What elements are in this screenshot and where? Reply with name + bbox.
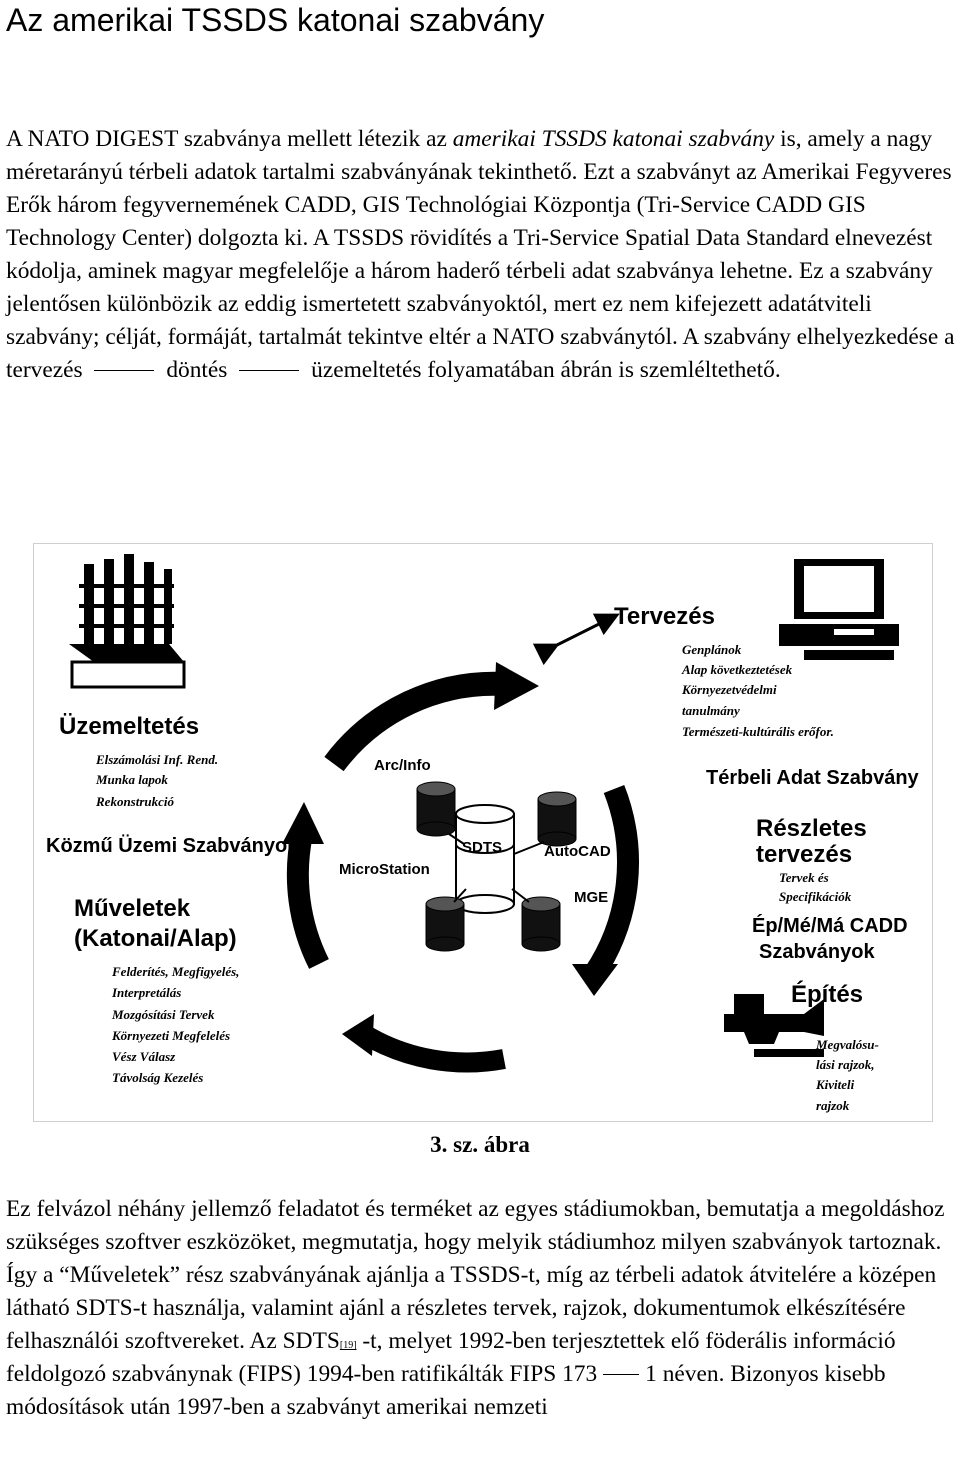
svg-text:Interpretálás: Interpretálás	[111, 985, 181, 1000]
svg-text:Mozgósítási Tervek: Mozgósítási Tervek	[111, 1007, 215, 1022]
muveletek-title-1: Műveletek	[74, 895, 191, 922]
sdts-label: SDTS	[462, 839, 502, 856]
uzemeltetes-items: Elszámolási Inf. Rend. Munka lapok Rekon…	[95, 752, 218, 809]
terbeli-adat-label: Térbeli Adat Szabvány	[706, 767, 920, 789]
svg-text:Távolság Kezelés: Távolság Kezelés	[112, 1070, 203, 1085]
svg-text:Környezeti Megfelelés: Környezeti Megfelelés	[111, 1028, 230, 1043]
autocad-label: AutoCAD	[544, 843, 611, 860]
body-paragraph: Ez felvázol néhány jellemző feladatot és…	[6, 1196, 945, 1420]
cylinder-arcinfo-icon	[416, 781, 456, 837]
svg-text:lási rajzok,: lási rajzok,	[816, 1057, 875, 1072]
cadd-line-1: Ép/Mé/Má CADD	[752, 914, 908, 937]
em-dash	[603, 1374, 640, 1376]
tervezes-title: Tervezés	[614, 603, 715, 630]
svg-text:Munka lapok: Munka lapok	[95, 772, 168, 787]
arrow-head-bottom	[342, 1014, 374, 1056]
svg-text:Genplánok: Genplánok	[682, 642, 742, 657]
italic-term: amerikai TSSDS katonai szabvány	[452, 126, 775, 152]
cylinder-microstation-icon	[425, 896, 465, 952]
cadd-line-2: Szabványok	[759, 941, 875, 963]
tervezes-items: Genplánok Alap következtetések Környezet…	[681, 642, 834, 739]
svg-text:Környezetvédelmi: Környezetvédelmi	[681, 682, 777, 697]
arc-top	[324, 671, 505, 772]
arrow-head-left	[282, 802, 324, 844]
arcinfo-label: Arc/Info	[374, 757, 431, 774]
svg-text:Tervek és: Tervek és	[779, 870, 829, 885]
arrow-head-top	[494, 662, 539, 710]
epites-items: Megvalósu- lási rajzok, Kiviteli rajzok	[815, 1037, 879, 1113]
svg-text:Rekonstrukció: Rekonstrukció	[95, 794, 175, 809]
reszletes-items: Tervek és Specifikációk	[779, 870, 852, 904]
muveletek-items: Felderítés, Megfigyelés, Interpretálás M…	[111, 964, 239, 1085]
software-cylinders	[416, 781, 577, 952]
double-arrow	[532, 613, 620, 666]
arc-bottom	[358, 1025, 506, 1073]
cylinder-mge-icon	[521, 896, 561, 952]
em-dash	[239, 370, 300, 372]
computer-icon	[779, 559, 899, 660]
svg-text:Természeti-kultúrális erőfor.: Természeti-kultúrális erőfor.	[682, 724, 834, 739]
arc-left	[286, 831, 329, 969]
svg-text:Specifikációk: Specifikációk	[779, 889, 852, 904]
cylinder-links	[448, 833, 545, 903]
svg-text:Elszámolási Inf. Rend.: Elszámolási Inf. Rend.	[95, 752, 218, 767]
reszletes-title-2: tervezés	[756, 841, 852, 868]
cylinder-sdts-icon	[455, 804, 515, 914]
kozmu-label: Közmű Üzemi Szabványok	[46, 834, 299, 857]
lifecycle-diagram: Arc/Info SDTS AutoCAD MicroStation MGE T…	[33, 543, 933, 1122]
building-icon	[69, 554, 186, 689]
footnote-link[interactable]: [19]	[339, 1340, 357, 1351]
arc-right	[584, 784, 639, 981]
svg-text:Alap következtetések: Alap következtetések	[681, 662, 793, 677]
reszletes-title-1: Részletes	[756, 815, 867, 842]
svg-text:Megvalósu-: Megvalósu-	[815, 1037, 879, 1052]
cycle-arrows	[286, 671, 639, 1073]
muveletek-title-2: (Katonai/Alap)	[74, 925, 237, 952]
svg-text:Vész Válasz: Vész Válasz	[112, 1049, 176, 1064]
cylinder-autocad-icon	[537, 791, 577, 847]
arrow-head-right	[572, 964, 618, 996]
svg-text:tanulmány: tanulmány	[682, 703, 740, 718]
svg-text:Felderítés, Megfigyelés,: Felderítés, Megfigyelés,	[111, 964, 239, 979]
bulldozer-icon	[724, 994, 824, 1057]
microstation-label: MicroStation	[339, 861, 430, 878]
figure-caption: 3. sz. ábra	[430, 1132, 530, 1157]
em-dash	[94, 370, 155, 372]
mge-label: MGE	[574, 889, 608, 906]
svg-text:Kiviteli: Kiviteli	[815, 1077, 855, 1092]
epites-title: Építés	[791, 980, 863, 1008]
intro-paragraph: A NATO DIGEST szabványa mellett létezik …	[6, 126, 955, 383]
svg-text:rajzok: rajzok	[816, 1098, 850, 1113]
uzemeltetes-title: Üzemeltetés	[59, 713, 199, 740]
page-title: Az amerikai TSSDS katonai szabvány	[6, 2, 545, 38]
